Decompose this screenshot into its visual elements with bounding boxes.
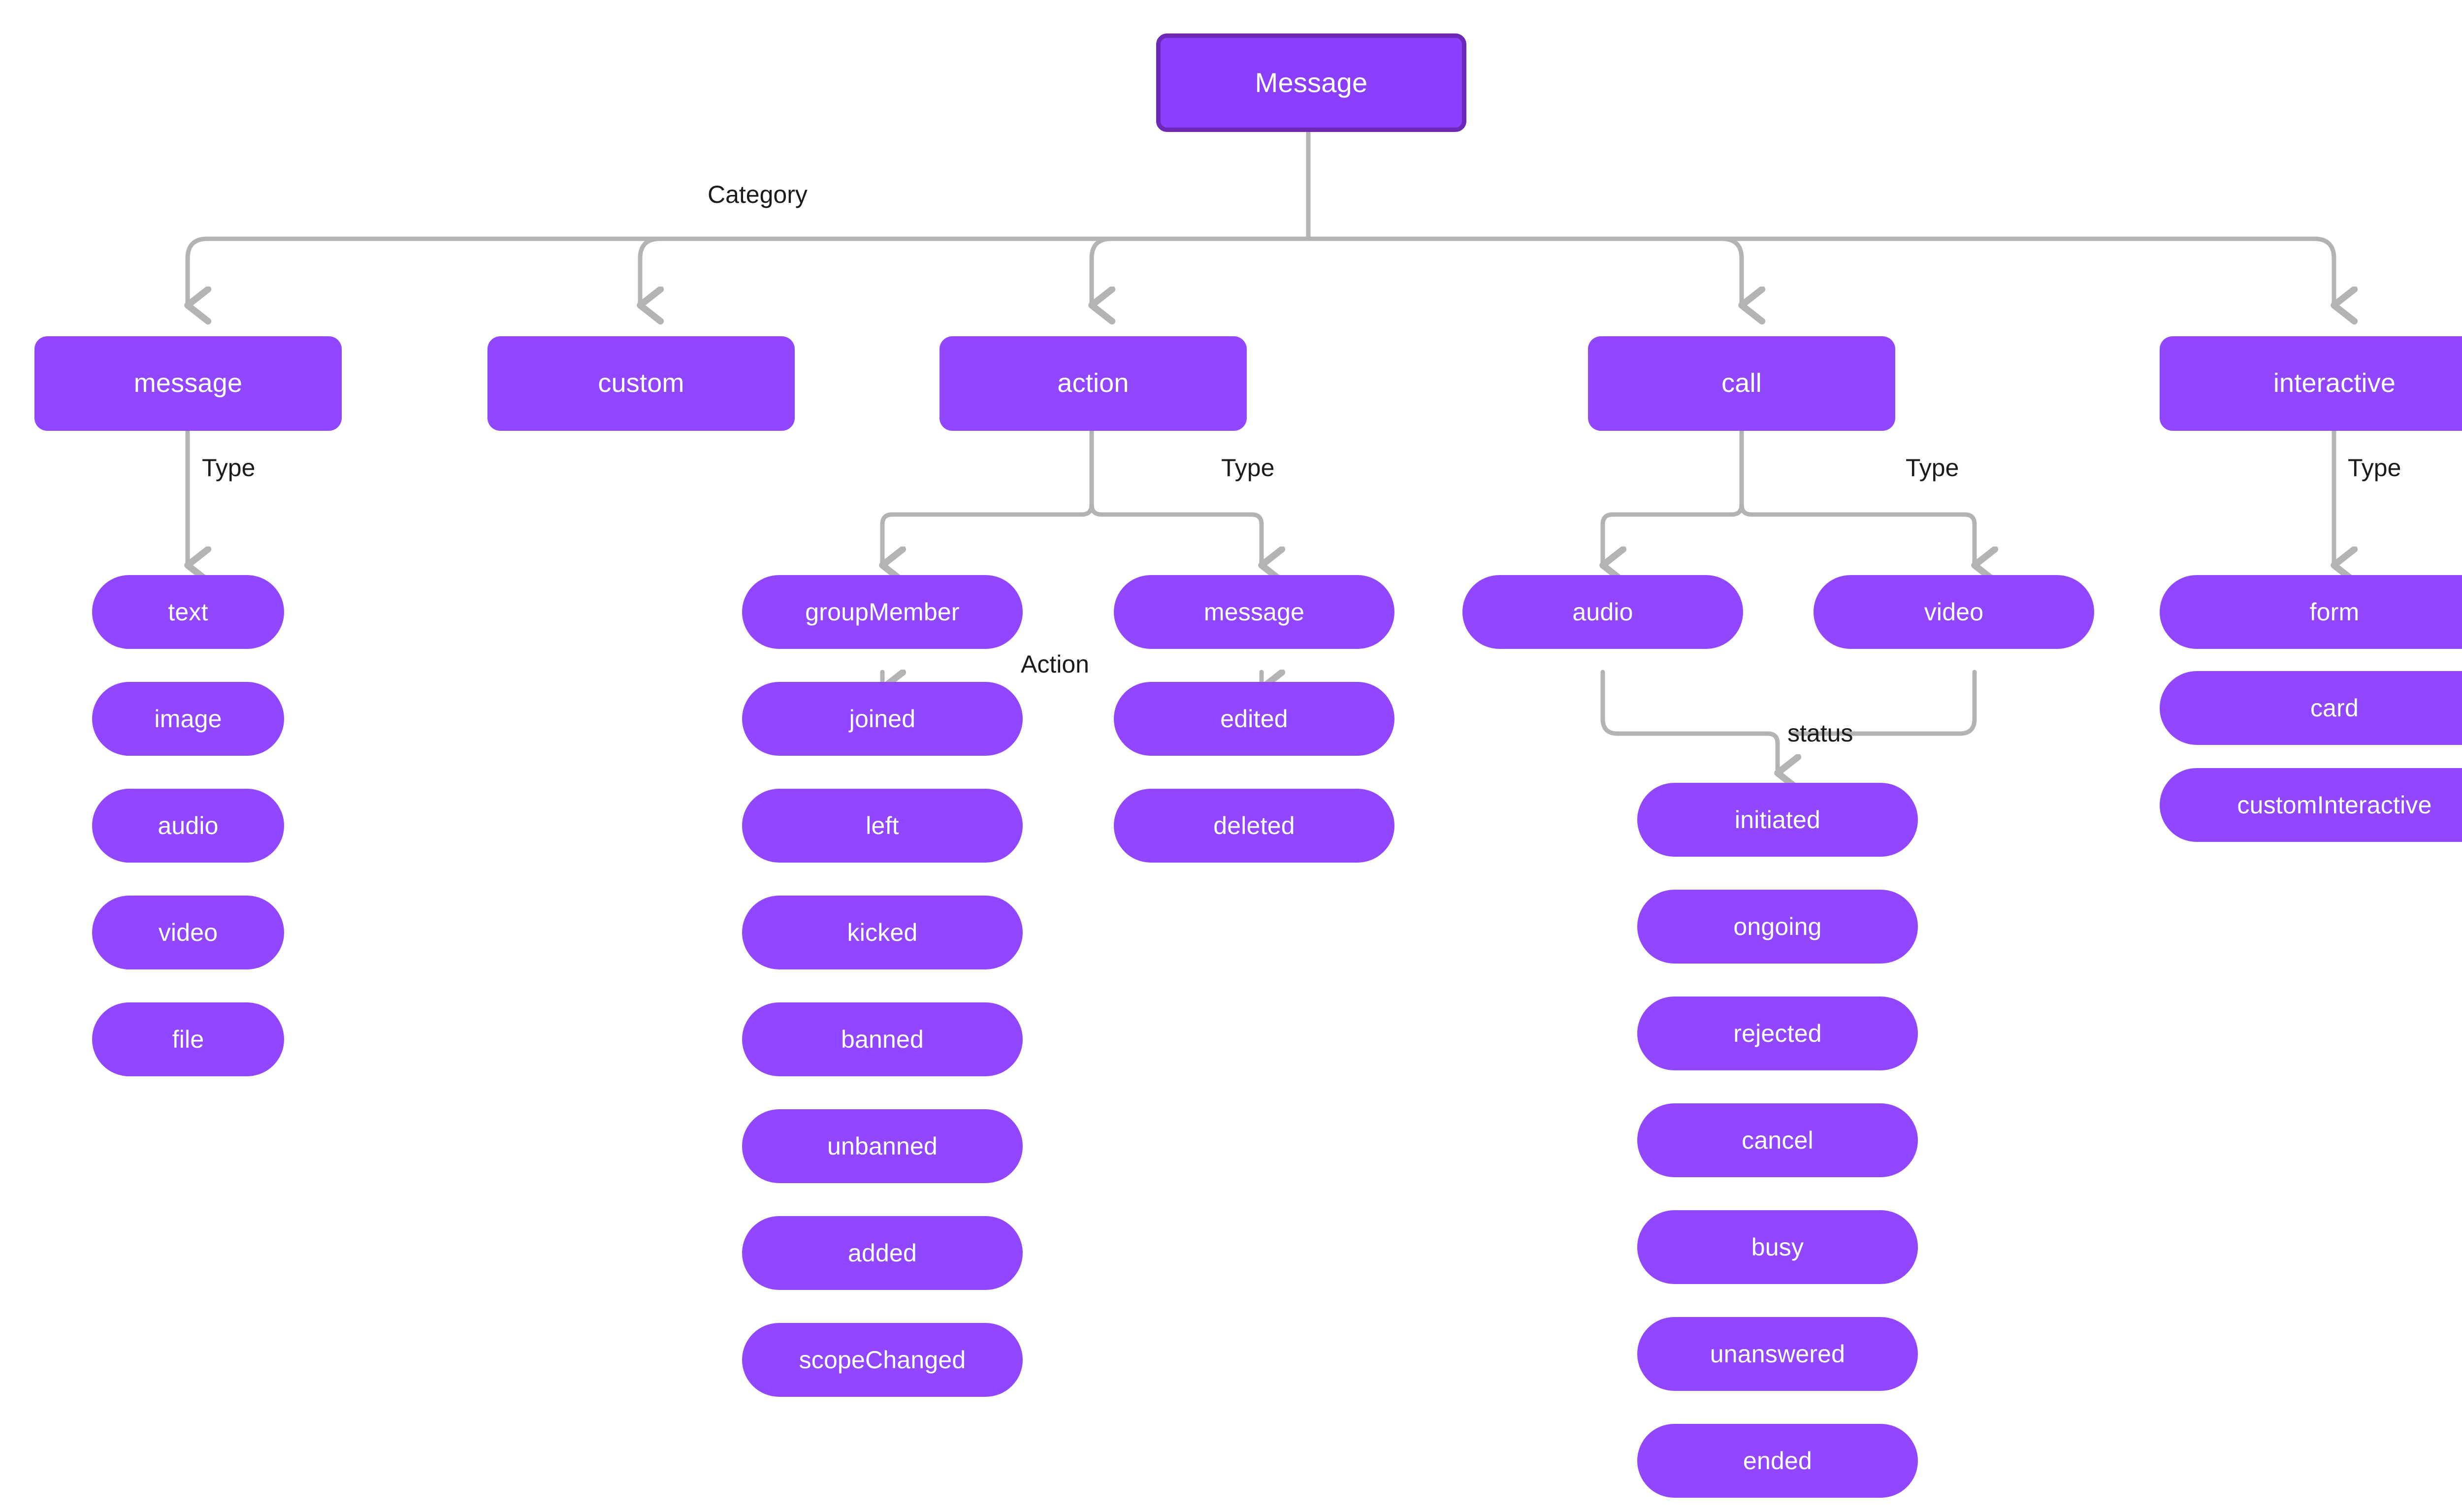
node-call-status-initiated[interactable]: initiated [1637,783,1918,857]
node-message-type-file[interactable]: file [92,1002,284,1076]
edge-label-type-interactive: Type [2348,454,2401,482]
node-category-message-label: message [133,368,243,398]
node-groupmember-action-kicked-label: kicked [847,918,918,946]
node-message-type-video-label: video [158,918,218,946]
node-call-type-audio-label: audio [1572,598,1633,626]
node-category-action[interactable]: action [939,336,1247,431]
node-message-type-text-label: text [168,598,208,626]
node-call-status-ended-label: ended [1743,1447,1813,1475]
node-message-type-file-label: file [172,1025,204,1053]
node-message-action-deleted-label: deleted [1213,811,1295,839]
node-message-type-image-label: image [154,705,222,733]
edge-label-category: Category [708,181,808,208]
node-category-interactive[interactable]: interactive [2160,336,2462,431]
node-groupmember-action-joined[interactable]: joined [742,682,1023,756]
edge-label-type-action: Type [1221,454,1275,482]
node-message-type-audio-label: audio [158,811,219,839]
node-groupmember-action-banned[interactable]: banned [742,1002,1023,1076]
edge-label-type-call: Type [1906,454,1959,482]
node-interactive-type-custominteractive-label: customInteractive [2237,791,2432,819]
node-action-type-groupmember[interactable]: groupMember [742,575,1023,649]
node-category-custom-label: custom [598,368,684,398]
node-call-status-unanswered-label: unanswered [1710,1340,1846,1368]
node-groupmember-action-unbanned[interactable]: unbanned [742,1109,1023,1183]
node-message-type-text[interactable]: text [92,575,284,649]
node-action-type-message-label: message [1203,598,1305,626]
edge-label-action: Action [1021,650,1089,678]
node-interactive-type-form-label: form [2309,598,2360,626]
node-category-interactive-label: interactive [2273,368,2396,398]
node-interactive-type-card-label: card [2310,694,2359,722]
node-call-status-busy[interactable]: busy [1637,1210,1918,1284]
node-category-message[interactable]: message [34,336,342,431]
node-groupmember-action-added[interactable]: added [742,1216,1023,1290]
node-interactive-type-form[interactable]: form [2160,575,2462,649]
node-call-type-audio[interactable]: audio [1462,575,1743,649]
node-call-status-ongoing[interactable]: ongoing [1637,890,1918,964]
node-message-action-deleted[interactable]: deleted [1114,789,1394,863]
node-root-label: Message [1255,67,1368,98]
node-call-type-video-label: video [1924,598,1984,626]
node-call-status-ongoing-label: ongoing [1733,912,1822,940]
node-groupmember-action-left[interactable]: left [742,789,1023,863]
edge-label-status: status [1787,719,1853,747]
node-call-status-rejected-label: rejected [1733,1019,1822,1047]
node-message-type-image[interactable]: image [92,682,284,756]
edge-label-type-message: Type [202,454,256,482]
node-action-type-message[interactable]: message [1114,575,1394,649]
node-interactive-type-custominteractive[interactable]: customInteractive [2160,768,2462,842]
node-call-status-rejected[interactable]: rejected [1637,997,1918,1070]
node-call-status-cancel-label: cancel [1742,1126,1814,1154]
node-groupmember-action-scopechanged-label: scopeChanged [799,1346,966,1374]
node-call-status-busy-label: busy [1751,1233,1804,1261]
node-call-status-cancel[interactable]: cancel [1637,1103,1918,1177]
node-call-status-initiated-label: initiated [1734,805,1821,834]
node-groupmember-action-banned-label: banned [841,1025,924,1053]
node-message-type-audio[interactable]: audio [92,789,284,863]
node-root[interactable]: Message [1156,33,1466,132]
node-message-action-edited[interactable]: edited [1114,682,1394,756]
node-category-call[interactable]: call [1588,336,1895,431]
node-call-status-ended[interactable]: ended [1637,1424,1918,1498]
node-message-type-video[interactable]: video [92,896,284,969]
node-category-call-label: call [1721,368,1762,398]
node-groupmember-action-joined-label: joined [849,705,916,733]
node-category-action-label: action [1057,368,1129,398]
node-call-status-unanswered[interactable]: unanswered [1637,1317,1918,1391]
node-groupmember-action-kicked[interactable]: kicked [742,896,1023,969]
node-message-action-edited-label: edited [1220,705,1288,733]
node-call-type-video[interactable]: video [1814,575,2094,649]
node-interactive-type-card[interactable]: card [2160,671,2462,745]
node-groupmember-action-left-label: left [866,811,899,839]
node-groupmember-action-added-label: added [847,1239,917,1267]
node-groupmember-action-unbanned-label: unbanned [827,1132,938,1160]
node-action-type-groupmember-label: groupMember [805,598,960,626]
node-groupmember-action-scopechanged[interactable]: scopeChanged [742,1323,1023,1397]
node-category-custom[interactable]: custom [487,336,795,431]
